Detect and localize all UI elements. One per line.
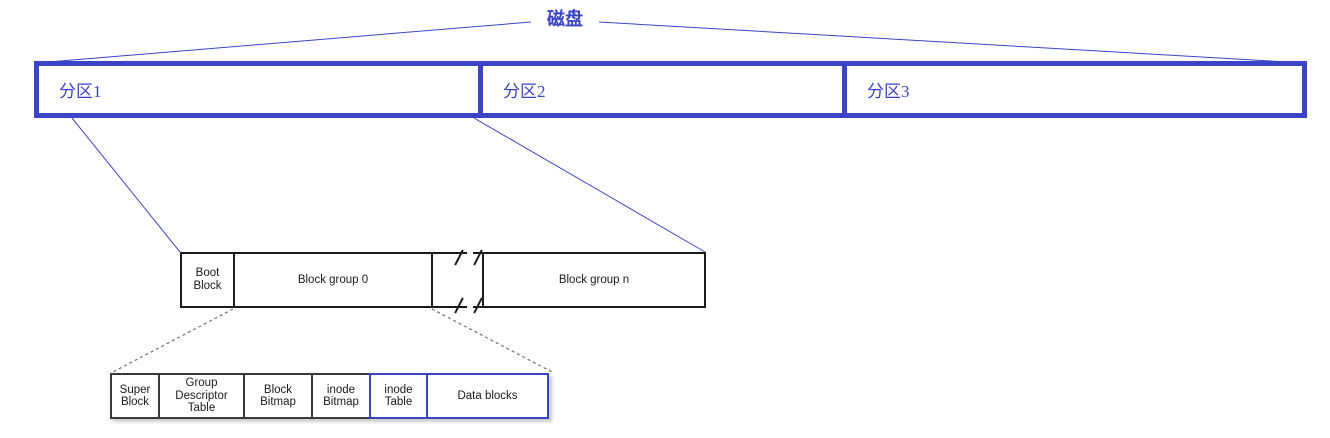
partition-2-label: 分区2 (503, 82, 546, 101)
block-group-0-segment[interactable]: Block group 0 (233, 252, 433, 308)
block-group-0-label: Block group 0 (297, 273, 369, 286)
inode-table-label-line1: inode (384, 383, 413, 396)
break-tick-bottom (473, 306, 482, 308)
inode-bitmap-label: inode Bitmap (323, 384, 359, 409)
block-group-detail-row: Super Block Group Descriptor Table Block… (110, 373, 549, 419)
super-block-label-line1: Super (119, 383, 151, 396)
boot-block-label-line1: Boot (195, 267, 220, 279)
gdt-label-line2: Descriptor (175, 389, 228, 402)
super-block-cell[interactable]: Super Block (110, 373, 160, 419)
partition2-leader (473, 117, 706, 253)
gdt-label-line1: Group (185, 377, 218, 390)
gdt-label-line3: Table (187, 402, 216, 415)
block-bitmap-cell[interactable]: Block Bitmap (243, 373, 313, 419)
super-block-label: Super Block (120, 384, 151, 409)
disk-title-label: 磁盘 (533, 9, 597, 29)
group-descriptor-table-label: Group Descriptor Table (175, 377, 227, 415)
data-blocks-label: Data blocks (457, 389, 518, 402)
disk-leader-left (35, 21, 532, 64)
partition-1-label: 分区1 (59, 82, 102, 101)
blockgroup-detail-leader-left (110, 308, 234, 374)
partition-3-label: 分区3 (867, 82, 910, 101)
block-group-n-segment[interactable]: Block group n (482, 252, 706, 308)
inode-bitmap-cell[interactable]: inode Bitmap (311, 373, 371, 419)
inode-table-cell[interactable]: inode Table (369, 373, 428, 419)
super-block-label-line2: Block (120, 396, 150, 408)
inode-bitmap-label-line2: Bitmap (323, 396, 359, 408)
inode-bitmap-label-line1: inode (326, 383, 356, 396)
block-group-n-label: Block group n (558, 273, 630, 286)
group-descriptor-table-cell[interactable]: Group Descriptor Table (158, 373, 245, 419)
partition-strip: 分区1 分区2 分区3 (34, 61, 1307, 118)
partition-3[interactable]: 分区3 (842, 66, 1302, 113)
partition1-leader (71, 117, 181, 253)
boot-block-label-line2: Block (193, 280, 222, 292)
inode-table-label: inode Table (384, 384, 412, 409)
inode-table-label-line2: Table (384, 396, 413, 408)
data-blocks-cell[interactable]: Data blocks (426, 373, 549, 419)
boot-block-label: Boot Block (193, 267, 221, 293)
partition-1[interactable]: 分区1 (39, 66, 478, 113)
block-bitmap-label: Block Bitmap (260, 384, 296, 409)
partition-2[interactable]: 分区2 (478, 66, 842, 113)
disk-leader-right (598, 21, 1306, 64)
boot-block-segment[interactable]: Boot Block (180, 252, 235, 308)
block-bitmap-label-line1: Block (263, 383, 293, 396)
blockgroup-detail-leader-right (431, 308, 555, 374)
block-bitmap-label-line2: Bitmap (260, 396, 296, 408)
break-tick-top (473, 252, 482, 254)
